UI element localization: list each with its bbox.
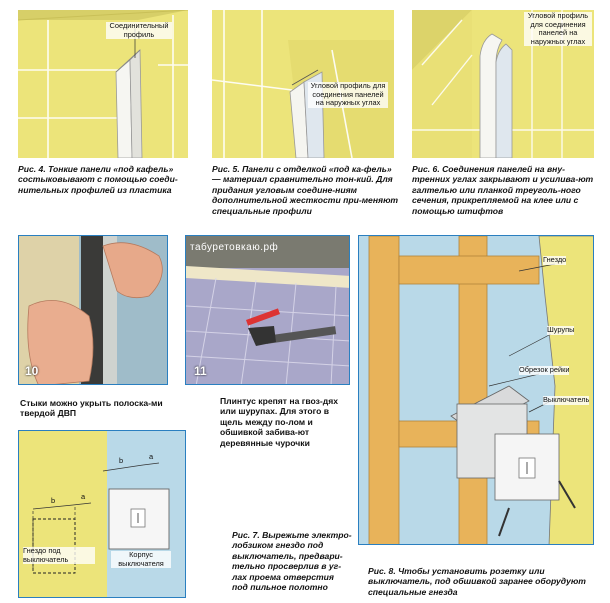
- figure-5-drawing: [212, 10, 394, 158]
- watermark-text: табуретовкаю.рф: [190, 242, 279, 253]
- figure-6-illustration: Угловой профиль для соединения панелей н…: [412, 10, 594, 158]
- fig6-callout-label: Угловой профиль для соединения панелей н…: [524, 11, 592, 47]
- fig4-caption: Рис. 4. Тонкие панели «под кафель» состы…: [18, 164, 178, 195]
- fig10-number: 10: [25, 364, 39, 378]
- fig8-label-screws: Шурупы: [547, 325, 575, 335]
- figure-8-drawing: [359, 236, 593, 544]
- fig8-label-lath: Обрезок рейки: [519, 365, 570, 375]
- figure-5-illustration: Угловой профиль для соединения панелей н…: [212, 10, 394, 158]
- figure-11-photo: табуретовкаю.рф 11: [185, 235, 350, 385]
- fig4-callout-label: Соединительный профиль: [106, 21, 172, 40]
- figure-7-illustration: b a b a Гнездо под выключатель Корпус вы…: [18, 430, 186, 598]
- fig7-dim-b1: b: [51, 496, 56, 505]
- figure-10-photo: 10: [18, 235, 168, 385]
- fig7-dim-a2: a: [149, 452, 154, 461]
- fig5-caption: Рис. 5. Панели с отделкой «под ка-фель» …: [212, 164, 399, 216]
- fig10-caption: Стыки можно укрыть полоска-ми твердой ДВ…: [20, 398, 163, 419]
- fig7-label-socket: Гнездо под выключатель: [23, 546, 95, 565]
- fig5-callout-label: Угловой профиль для соединения панелей н…: [308, 81, 388, 108]
- figure-8-illustration: Гнездо Шурупы Обрезок рейки Выключатель: [358, 235, 594, 545]
- fig7-label-switch-body: Корпус выключателя: [111, 550, 171, 569]
- fig11-caption: Плинтус крепят на гвоз-дях или шурупах. …: [220, 396, 339, 448]
- figure-4-illustration: Соединительный профиль: [18, 10, 188, 158]
- figure-7-drawing: [19, 431, 185, 597]
- figure-4-drawing: [18, 10, 188, 158]
- fig7-dim-b2: b: [119, 456, 124, 465]
- fig7-dim-a1: a: [81, 492, 86, 501]
- figure-11-drawing: [186, 236, 349, 384]
- fig11-number: 11: [194, 364, 207, 378]
- figure-10-drawing: [19, 236, 167, 384]
- fig7-caption: Рис. 7. Вырежьте электро-лобзиком гнездо…: [232, 530, 352, 593]
- fig8-label-socket: Гнездо: [543, 255, 567, 265]
- fig6-caption: Рис. 6. Соединения панелей на вну-тренни…: [412, 164, 594, 216]
- fig8-label-switch: Выключатель: [543, 395, 590, 405]
- fig8-caption: Рис. 8. Чтобы установить розетку или вык…: [368, 566, 586, 597]
